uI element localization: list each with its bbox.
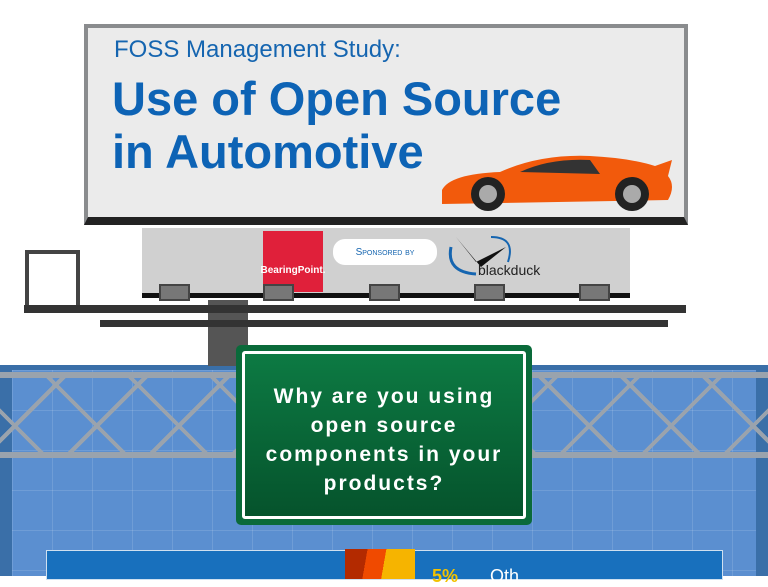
billboard-title: Use of Open Source in Automotive bbox=[112, 72, 561, 178]
result-label: Oth bbox=[490, 566, 520, 586]
sports-car-icon bbox=[440, 152, 676, 217]
catwalk-rail bbox=[100, 320, 668, 327]
lamp bbox=[579, 284, 610, 301]
lamp bbox=[474, 284, 505, 301]
blackduck-duck-icon bbox=[446, 232, 516, 282]
sponsored-by-label: Sponsored by bbox=[333, 239, 437, 265]
blackduck-logo: blackduck bbox=[478, 262, 541, 278]
question-sign: Why are you using open source components… bbox=[236, 345, 532, 525]
lamp bbox=[369, 284, 400, 301]
lamp bbox=[263, 284, 294, 301]
bearingpoint-logo: BearingPoint. bbox=[261, 231, 326, 292]
title-line: in Automotive bbox=[112, 125, 424, 178]
result-percent: 5% bbox=[432, 566, 459, 586]
catwalk-railing bbox=[25, 250, 80, 305]
lamp bbox=[159, 284, 190, 301]
billboard-subtitle: FOSS Management Study: bbox=[114, 36, 401, 63]
stripe-decoration bbox=[345, 549, 415, 579]
question-text: Why are you using open source components… bbox=[242, 351, 526, 519]
catwalk-rail bbox=[24, 305, 686, 313]
title-line: Use of Open Source bbox=[112, 72, 562, 125]
